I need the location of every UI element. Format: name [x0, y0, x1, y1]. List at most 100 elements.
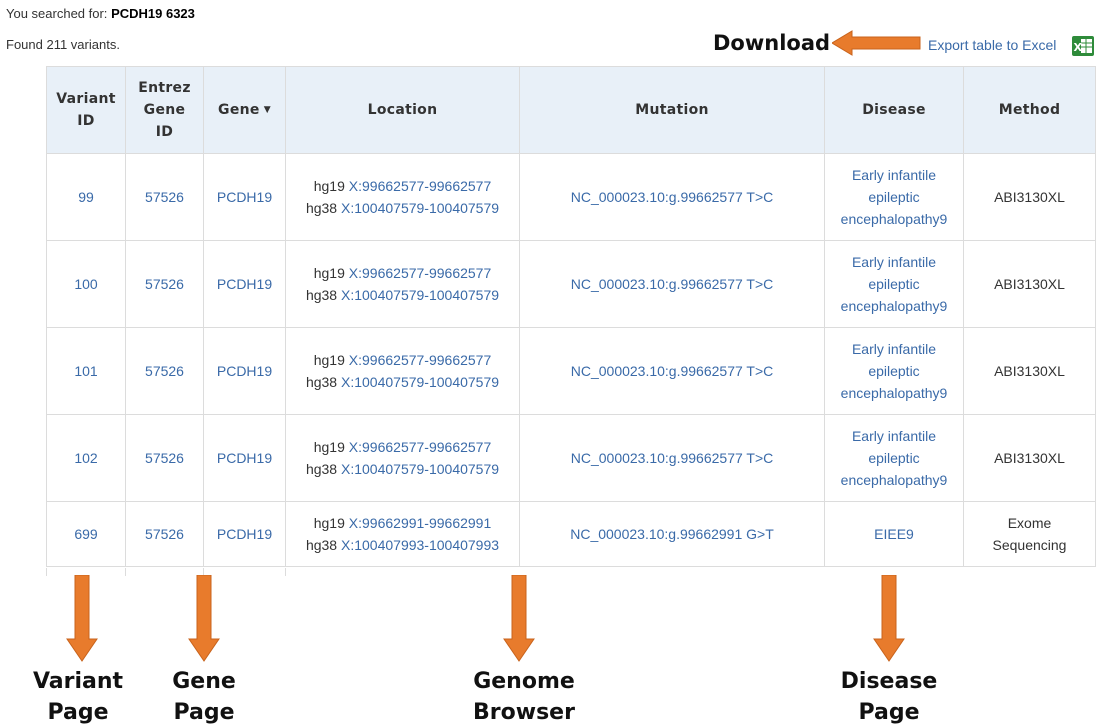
annotation-line: Variant: [32, 669, 124, 694]
entrez-gene-id-link[interactable]: 57526: [125, 327, 204, 415]
hg38-location-link[interactable]: X:100407579-100407579: [341, 287, 500, 303]
header-variant-id[interactable]: Variant ID: [46, 66, 126, 154]
hg19-location-link[interactable]: X:99662991-99662991: [348, 515, 492, 531]
method-line: ABI3130XL: [994, 363, 1065, 379]
entrez-gene-id-link[interactable]: 57526: [125, 414, 204, 502]
method-line: Sequencing: [992, 537, 1067, 553]
disease-line: Early infantile: [851, 428, 937, 444]
disease-line: epileptic: [868, 450, 920, 466]
mutation-link[interactable]: NC_000023.10:g.99662577 T>C: [519, 240, 825, 328]
disease-line: Early infantile: [851, 341, 937, 357]
table-border: [203, 568, 204, 576]
annotation-line: Page: [858, 700, 920, 725]
disease-line: epileptic: [868, 363, 920, 379]
header-label: Variant: [56, 91, 116, 107]
disease-page-annotation: Disease Page: [836, 666, 942, 728]
variant-id-link[interactable]: 100: [46, 240, 126, 328]
variant-id-link[interactable]: 101: [46, 327, 126, 415]
mutation-link[interactable]: NC_000023.10:g.99662991 G>T: [519, 501, 825, 567]
method-cell: ABI3130XL: [963, 414, 1096, 502]
gene-page-annotation: Gene Page: [156, 666, 252, 728]
header-disease[interactable]: Disease: [824, 66, 964, 154]
mutation-link[interactable]: NC_000023.10:g.99662577 T>C: [519, 153, 825, 241]
header-label: Gene: [143, 102, 186, 118]
method-line: Exome: [1007, 515, 1052, 531]
table-header-row: Variant ID Entrez Gene ID Gene▼ Location…: [46, 66, 1096, 154]
search-query: PCDH19 6323: [111, 6, 195, 21]
assembly-label: hg38: [305, 200, 338, 216]
excel-icon[interactable]: X: [1071, 34, 1095, 58]
hg19-location-link[interactable]: X:99662577-99662577: [348, 439, 492, 455]
gene-link[interactable]: PCDH19: [203, 414, 286, 502]
header-mutation[interactable]: Mutation: [519, 66, 825, 154]
down-arrow-icon: [873, 575, 905, 662]
search-summary: You searched for: PCDH19 6323: [6, 6, 195, 21]
gene-link[interactable]: PCDH19: [203, 240, 286, 328]
disease-line: encephalopathy9: [840, 298, 948, 314]
disease-link[interactable]: Early infantile epileptic encephalopathy9: [824, 153, 964, 241]
hg38-location-link[interactable]: X:100407579-100407579: [341, 461, 500, 477]
method-cell: ABI3130XL: [963, 153, 1096, 241]
hg38-line: hg38 X:100407993-100407993: [290, 534, 515, 556]
assembly-label: hg38: [305, 537, 338, 553]
hg38-location-link[interactable]: X:100407579-100407579: [341, 200, 500, 216]
assembly-label: hg19: [313, 352, 345, 368]
header-entrez-gene-id[interactable]: Entrez Gene ID: [125, 66, 204, 154]
assembly-label: hg38: [305, 461, 338, 477]
variant-id-link[interactable]: 99: [46, 153, 126, 241]
entrez-gene-id-link[interactable]: 57526: [125, 240, 204, 328]
disease-line: Early infantile: [851, 254, 937, 270]
header-method[interactable]: Method: [963, 66, 1096, 154]
method-cell: ABI3130XL: [963, 240, 1096, 328]
method-line: ABI3130XL: [994, 189, 1065, 205]
gene-link[interactable]: PCDH19: [203, 327, 286, 415]
hg38-line: hg38 X:100407579-100407579: [290, 284, 515, 306]
variant-id-link[interactable]: 699: [46, 501, 126, 567]
annotation-line: Genome: [473, 669, 575, 694]
sort-caret-icon[interactable]: ▼: [263, 105, 271, 115]
disease-link[interactable]: EIEE9: [824, 501, 964, 567]
hg19-location-link[interactable]: X:99662577-99662577: [348, 178, 492, 194]
gene-link[interactable]: PCDH19: [203, 153, 286, 241]
hg19-line: hg19 X:99662577-99662577: [290, 349, 515, 371]
hg19-line: hg19 X:99662577-99662577: [290, 262, 515, 284]
table-border: [125, 568, 126, 576]
disease-line: encephalopathy9: [840, 211, 948, 227]
header-location[interactable]: Location: [285, 66, 520, 154]
hg38-location-link[interactable]: X:100407993-100407993: [341, 537, 500, 553]
hg38-location-link[interactable]: X:100407579-100407579: [341, 374, 500, 390]
disease-line: encephalopathy9: [840, 472, 948, 488]
down-arrow-icon: [503, 575, 535, 662]
annotation-line: Page: [47, 700, 109, 725]
disease-line: epileptic: [868, 189, 920, 205]
table-border: [285, 568, 286, 576]
method-cell: ABI3130XL: [963, 327, 1096, 415]
variant-id-link[interactable]: 102: [46, 414, 126, 502]
entrez-gene-id-link[interactable]: 57526: [125, 501, 204, 567]
variant-page-annotation: Variant Page: [28, 666, 128, 728]
header-gene[interactable]: Gene▼: [203, 66, 286, 154]
hg19-location-link[interactable]: X:99662577-99662577: [348, 265, 492, 281]
hg19-location-link[interactable]: X:99662577-99662577: [348, 352, 492, 368]
annotation-line: Disease: [840, 669, 938, 694]
export-excel-link[interactable]: Export table to Excel: [928, 37, 1057, 53]
hg19-line: hg19 X:99662577-99662577: [290, 175, 515, 197]
entrez-gene-id-link[interactable]: 57526: [125, 153, 204, 241]
gene-link[interactable]: PCDH19: [203, 501, 286, 567]
assembly-label: hg38: [305, 287, 338, 303]
disease-link[interactable]: Early infantile epileptic encephalopathy9: [824, 414, 964, 502]
disease-line: EIEE9: [874, 526, 914, 542]
annotation-line: Page: [173, 700, 235, 725]
mutation-link[interactable]: NC_000023.10:g.99662577 T>C: [519, 414, 825, 502]
mutation-link[interactable]: NC_000023.10:g.99662577 T>C: [519, 327, 825, 415]
disease-line: Early infantile: [851, 167, 937, 183]
header-label: Gene: [218, 102, 260, 118]
hg38-line: hg38 X:100407579-100407579: [290, 458, 515, 480]
